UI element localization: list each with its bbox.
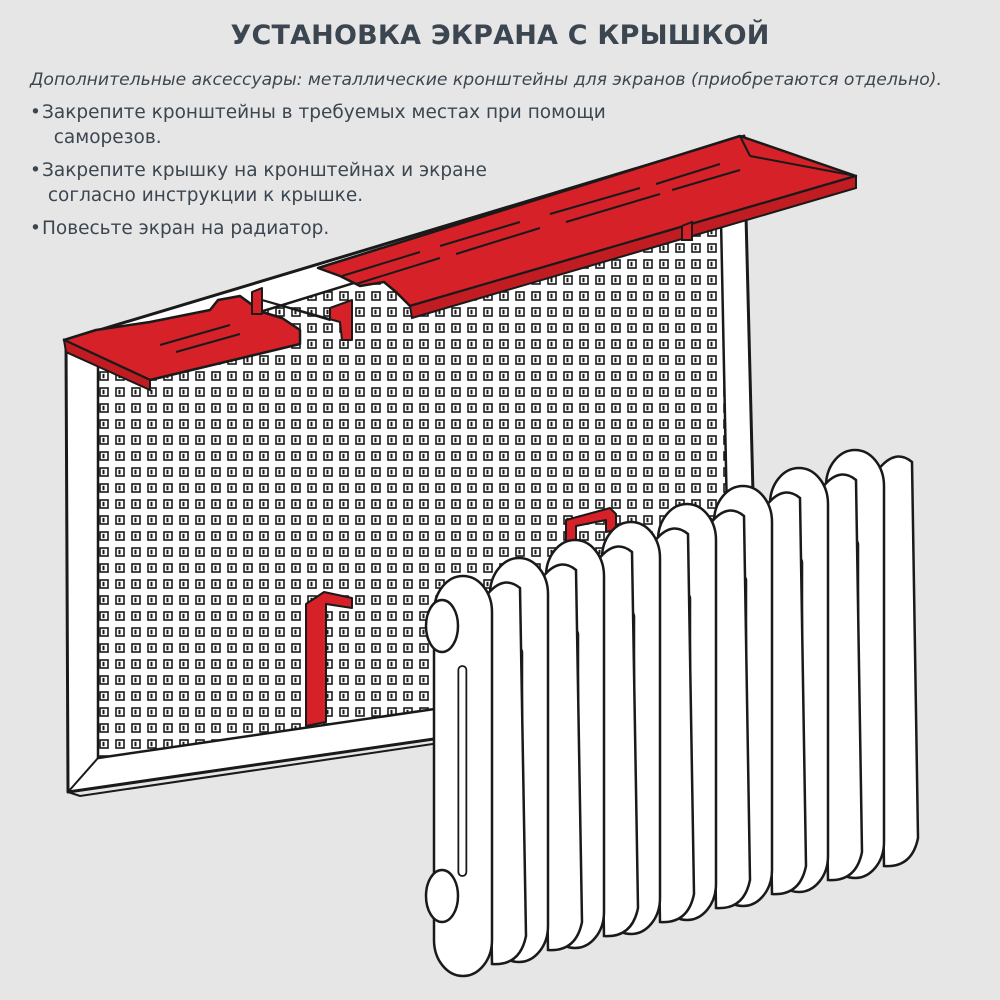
step-item: Повесьте экран на радиатор.	[30, 216, 670, 241]
metal-bracket-bottom	[305, 591, 353, 727]
screen-cover-lid	[62, 134, 858, 392]
step-text-cont: согласно инструкции к крышке.	[42, 185, 364, 206]
lid-front-left	[62, 338, 151, 392]
step-text: Повесьте экран на радиатор.	[42, 218, 330, 239]
step-text: Закрепите кронштейны в требуемых местах …	[42, 102, 606, 123]
frame-bevel	[67, 757, 99, 793]
step-text: Закрепите крышку на кронштейнах и экране	[42, 160, 487, 181]
metal-bracket-top	[251, 287, 353, 341]
step-item: Закрепите кронштейны в требуемых местах …	[30, 100, 670, 150]
lid-slots	[159, 135, 857, 353]
step-text-cont: саморезов.	[42, 127, 162, 148]
lid-front-right	[408, 174, 857, 320]
page-title: УСТАНОВКА ЭКРАНА С КРЫШКОЙ	[230, 20, 770, 51]
radiator-end-cap	[424, 598, 460, 654]
lid-top-right	[316, 134, 858, 308]
step-item: Закрепите крышку на кронштейнах и экране…	[30, 158, 670, 208]
instruction-steps: Закрепите кронштейны в требуемых местах …	[30, 100, 670, 249]
radiator	[424, 448, 920, 978]
accessories-note: Дополнительные аксессуары: металлические…	[30, 70, 942, 90]
radiator-end-cap	[424, 868, 460, 924]
metal-bracket-right-top	[681, 220, 693, 241]
